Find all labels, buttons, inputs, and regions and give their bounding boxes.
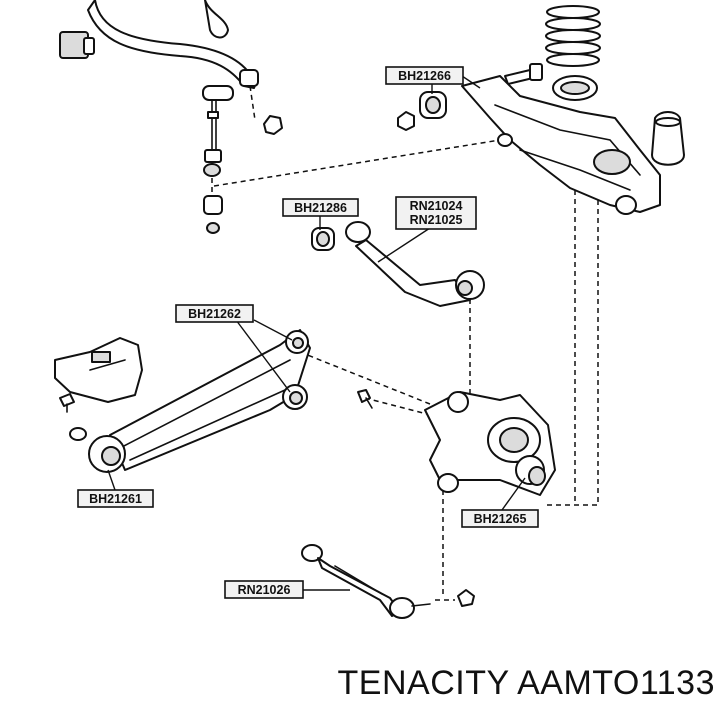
stabilizer-link — [202, 85, 283, 234]
label-bh21265: BH21265 — [461, 509, 539, 528]
knuckle — [357, 389, 556, 496]
arm-bracket — [54, 337, 143, 441]
leader-lines — [107, 75, 526, 591]
label-bh21265-text: BH21265 — [474, 512, 527, 526]
label-bh21286-text: BH21286 — [294, 201, 347, 215]
label-rn21024-rn21025: RN21024 RN21025 — [395, 196, 477, 230]
brand-footer: TENACITY AAMTO1133 — [337, 664, 715, 702]
lower-trailing-arm — [88, 329, 311, 473]
upper-control-arm — [311, 221, 485, 307]
label-rn21024-text: RN21024 — [410, 199, 463, 213]
lateral-link — [301, 544, 475, 619]
coil-spring — [504, 5, 601, 101]
upper-arm-assembly — [397, 75, 685, 215]
label-bh21262: BH21262 — [175, 304, 254, 323]
stabilizer-bar — [59, 0, 259, 89]
label-rn21026-text: RN21026 — [238, 583, 291, 597]
label-bh21286: BH21286 — [282, 198, 359, 217]
label-bh21261-text: BH21261 — [89, 492, 142, 506]
label-bh21266-text: BH21266 — [398, 69, 451, 83]
label-rn21025-text: RN21025 — [410, 213, 463, 227]
label-bh21261: BH21261 — [77, 489, 154, 508]
label-bh21266: BH21266 — [385, 66, 464, 85]
label-bh21262-text: BH21262 — [188, 307, 241, 321]
label-rn21026: RN21026 — [224, 580, 304, 599]
